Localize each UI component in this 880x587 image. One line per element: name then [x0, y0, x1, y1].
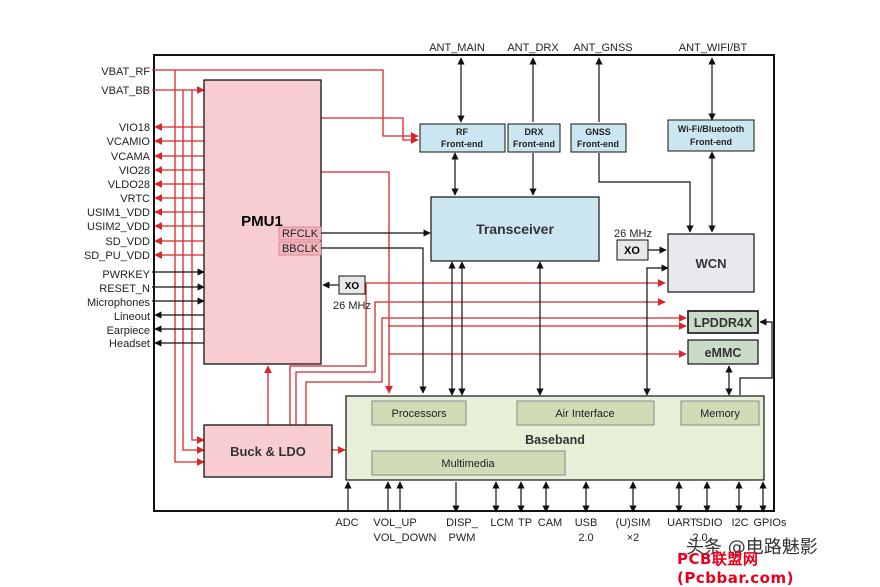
- multimedia-label: Multimedia: [441, 458, 495, 470]
- bottom-pwm: PWM: [449, 532, 476, 544]
- bbclk-label: BBCLK: [282, 243, 319, 255]
- rf-frontend-title: RF: [456, 127, 468, 137]
- bottom-vol-down: VOL_DOWN: [374, 532, 437, 544]
- memory-block: [680, 400, 760, 426]
- bottom-usim: (U)SIM: [616, 517, 651, 529]
- clock-wires: [321, 229, 431, 394]
- signal-usim2-vdd: USIM2_VDD: [87, 221, 150, 233]
- rf-frontend: RF Front-end: [419, 123, 506, 153]
- baseband-title: Baseband: [525, 433, 585, 447]
- bottom-usim-count: ×2: [627, 532, 640, 544]
- control-wires-left: [152, 268, 205, 347]
- signal-earpiece: Earpiece: [107, 325, 150, 337]
- bottom-adc: ADC: [335, 517, 358, 529]
- bottom-sdio: SDIO: [696, 517, 723, 529]
- processors-block: [371, 400, 467, 426]
- bottom-io-wires: [344, 481, 767, 513]
- signal-vcama: VCAMA: [111, 151, 151, 163]
- lpddr4x-block: [687, 310, 759, 334]
- signal-usim1-vdd: USIM1_VDD: [87, 207, 150, 219]
- rf-frontend-sub: Front-end: [441, 139, 483, 149]
- bottom-i2c: I2C: [731, 517, 748, 529]
- wcn-xo-freq: 26 MHz: [614, 228, 652, 240]
- gnss-frontend-title: GNSS: [585, 127, 611, 137]
- signal-vbat-rf: VBAT_RF: [101, 66, 150, 78]
- transceiver-title: Transceiver: [476, 221, 554, 237]
- pmu-xo-label: XO: [345, 281, 360, 292]
- lpddr4x-title: LPDDR4X: [694, 316, 753, 330]
- emmc-title: eMMC: [705, 346, 742, 360]
- power-wires: [152, 69, 687, 466]
- watermark-author: 头条 @电路魅影: [686, 537, 818, 558]
- bottom-tp: TP: [518, 517, 532, 529]
- wcn-block: [667, 233, 755, 293]
- emmc-block: [687, 339, 759, 365]
- gnss-frontend-sub: Front-end: [577, 139, 619, 149]
- signal-pwrkey: PWRKEY: [102, 269, 150, 281]
- rf-path-wires: [451, 151, 716, 233]
- bottom-cam: CAM: [538, 517, 562, 529]
- pmu-xo-freq: 26 MHz: [333, 300, 371, 312]
- air-interface-label: Air Interface: [555, 408, 614, 420]
- ant-drx-label: ANT_DRX: [507, 42, 559, 54]
- signal-vio18: VIO18: [119, 122, 150, 134]
- block-diagram: VBAT_RF VBAT_BB VIO18 VCAMIO VCAMA VIO28…: [84, 42, 787, 544]
- signal-lineout: Lineout: [114, 311, 150, 323]
- signal-sd-vdd: SD_VDD: [105, 236, 150, 248]
- signal-vldo28: VLDO28: [108, 179, 150, 191]
- antenna-labels: ANT_MAIN ANT_DRX ANT_GNSS ANT_WIFI/BT: [429, 42, 747, 54]
- ant-gnss-label: ANT_GNSS: [573, 42, 632, 54]
- gnss-frontend: GNSS Front-end: [570, 123, 627, 153]
- signal-headset: Headset: [109, 338, 150, 350]
- signal-sd-pu-vdd: SD_PU_VDD: [84, 250, 150, 262]
- pmu-title: PMU1: [241, 213, 283, 230]
- air-interface-block: [516, 400, 655, 426]
- wifi-bt-frontend-title: Wi-Fi/Bluetooth: [678, 124, 744, 134]
- bottom-vol-up: VOL_UP: [373, 517, 416, 529]
- transceiver-block: [430, 196, 600, 262]
- left-signal-labels: VBAT_RF VBAT_BB VIO18 VCAMIO VCAMA VIO28…: [84, 66, 151, 350]
- ant-wifi-bt-label: ANT_WIFI/BT: [679, 42, 748, 54]
- signal-vcamio: VCAMIO: [107, 136, 151, 148]
- wcn-bb-wire: [643, 264, 669, 396]
- wcn-title: WCN: [695, 256, 726, 271]
- rfclk-label: RFCLK: [282, 228, 319, 240]
- transceiver-bb-wires: [448, 261, 544, 396]
- module-border: [153, 54, 775, 512]
- bottom-disp: DISP_: [446, 517, 479, 529]
- wifi-bt-frontend: Wi-Fi/Bluetooth Front-end: [667, 119, 755, 152]
- wcn-xo-label: XO: [624, 245, 640, 257]
- multimedia-block: [371, 450, 566, 476]
- ant-main-label: ANT_MAIN: [429, 42, 485, 54]
- drx-frontend-title: DRX: [524, 127, 543, 137]
- signal-vbat-bb: VBAT_BB: [101, 85, 150, 97]
- bottom-usb-version: 2.0: [578, 532, 593, 544]
- memory-label: Memory: [700, 408, 740, 420]
- signal-microphones: Microphones: [87, 297, 150, 309]
- signal-reset-n: RESET_N: [99, 283, 150, 295]
- wifi-bt-frontend-sub: Front-end: [690, 137, 732, 147]
- processors-label: Processors: [391, 408, 447, 420]
- antenna-wires: [457, 57, 716, 123]
- drx-frontend-sub: Front-end: [513, 139, 555, 149]
- bottom-usb: USB: [575, 517, 598, 529]
- watermark-site: PCB联盟网 (Pcbbar.com): [677, 550, 794, 587]
- signal-vrtc: VRTC: [120, 193, 150, 205]
- buck-ldo-block: [203, 424, 333, 478]
- signal-vio28: VIO28: [119, 165, 150, 177]
- drx-frontend: DRX Front-end: [507, 123, 561, 153]
- bottom-lcm: LCM: [490, 517, 513, 529]
- bottom-uart: UART: [667, 517, 697, 529]
- memory-wires: [725, 318, 773, 396]
- bottom-signal-labels: ADC VOL_UP VOL_DOWN DISP_ PWM LCM TP CAM…: [335, 517, 787, 544]
- pmu-block: [203, 79, 322, 365]
- bottom-sdio-version: 2.0: [692, 532, 707, 544]
- bottom-gpios: GPIOs: [753, 517, 787, 529]
- buck-ldo-title: Buck & LDO: [230, 444, 306, 459]
